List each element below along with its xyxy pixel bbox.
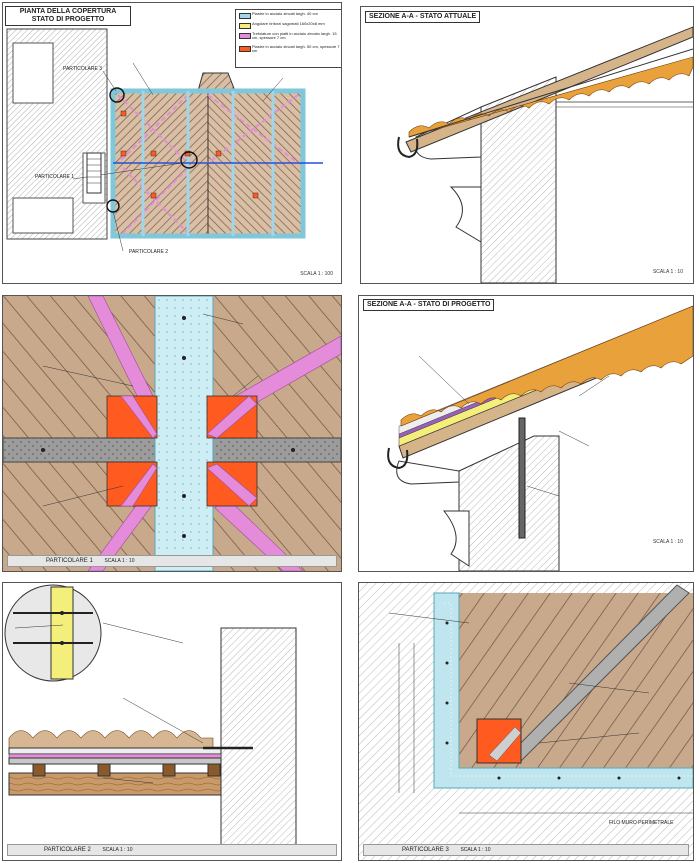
detail-2-title: PARTICOLARE 2 SCALA 1 : 10 (7, 844, 337, 856)
panel-detail-2: PARTICOLARE 2 SCALA 1 : 10 (2, 582, 342, 861)
plan-title: PIANTA DELLA COPERTURA STATO DI PROGETTO (5, 6, 131, 26)
detail-3-drawing (359, 583, 693, 860)
detail-3-wall-label: FILO MURO PERIMETRALE (609, 820, 674, 826)
detail-1-drawing (3, 296, 341, 571)
legend-swatch-blue (239, 13, 251, 19)
legend-swatch-red (239, 46, 251, 52)
plan-title-line2: STATO DI PROGETTO (31, 16, 105, 23)
panel-roof-plan: PIANTA DELLA COPERTURA STATO DI PROGETTO… (2, 2, 342, 284)
legend-swatch-yellow (239, 23, 251, 29)
legend-text: Piastre in acciaio zincati largh. 40 cm (252, 11, 318, 16)
panel-section-existing: SEZIONE A-A - STATO ATTUALE SCALA 1 : 10 (360, 6, 694, 284)
detail-1-scale: SCALA 1 : 10 (104, 558, 135, 564)
detail-1-title-text: PARTICOLARE 1 (46, 558, 93, 564)
callout-particolare-3: PARTICOLARE 3 (63, 66, 102, 72)
section-project-title: SEZIONE A-A - STATO DI PROGETTO (363, 299, 495, 311)
plan-title-line1: PIANTA DELLA COPERTURA (19, 8, 117, 15)
panel-section-project: SEZIONE A-A - STATO DI PROGETTO SCALA 1 … (358, 295, 694, 572)
section-project-drawing (387, 305, 693, 571)
roof-plan-drawing (6, 28, 323, 252)
section-project-scale: SCALA 1 : 10 (652, 539, 683, 545)
legend-text: Piastre in acciaio zincati largh. 50 cm,… (252, 44, 340, 53)
detail-1-title: PARTICOLARE 1 SCALA 1 : 10 (7, 555, 337, 567)
section-existing-title: SEZIONE A-A - STATO ATTUALE (365, 11, 481, 23)
detail-2-scale: SCALA 1 : 10 (102, 847, 133, 853)
detail-2-drawing (4, 584, 297, 854)
legend-item: Piastre in acciaio zincati largh. 40 cm (236, 11, 341, 19)
legend-item: Piastre in acciaio zincati largh. 50 cm,… (236, 44, 341, 55)
callout-particolare-1: PARTICOLARE 1 (35, 174, 74, 180)
section-existing-drawing (397, 26, 693, 283)
panel-detail-3: FILO MURO PERIMETRALE PARTICOLARE 3 SCAL… (358, 582, 694, 861)
legend-swatch-pink (239, 33, 251, 39)
detail-3-scale: SCALA 1 : 10 (460, 847, 491, 853)
detail-3-title: PARTICOLARE 3 SCALA 1 : 10 (363, 844, 689, 856)
panel-detail-1: PARTICOLARE 1 SCALA 1 : 10 (2, 295, 342, 572)
legend-text: Trefolature con piatti in acciaio zincat… (252, 31, 337, 40)
legend-item: Trefolature con piatti in acciaio zincat… (236, 31, 341, 42)
detail-2-title-text: PARTICOLARE 2 (44, 847, 91, 853)
plan-scale: SCALA 1 : 100 (300, 271, 333, 277)
legend-text: Angolare rinforzi sagomati 160x20x8 mm (252, 21, 325, 26)
legend-item: Angolare rinforzi sagomati 160x20x8 mm (236, 21, 341, 29)
callout-particolare-2: PARTICOLARE 2 (129, 249, 168, 255)
section-existing-scale: SCALA 1 : 10 (652, 269, 683, 275)
plan-legend: Piastre in acciaio zincati largh. 40 cm … (235, 9, 341, 68)
detail-3-title-text: PARTICOLARE 3 (402, 847, 449, 853)
